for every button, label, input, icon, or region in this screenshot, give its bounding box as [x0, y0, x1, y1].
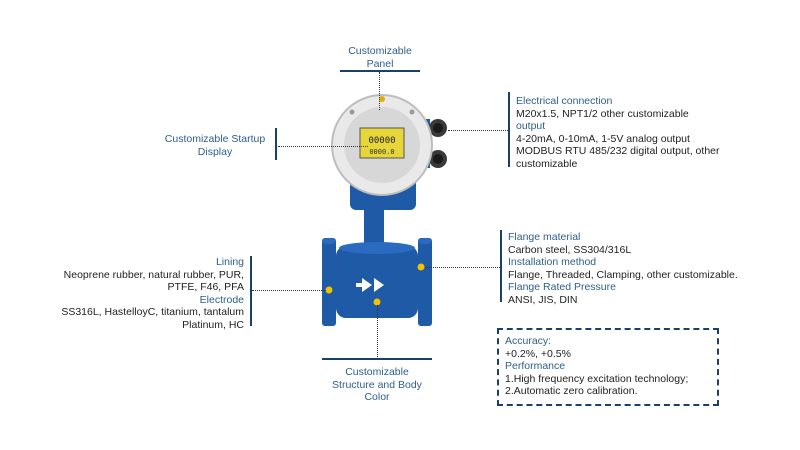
startup-leader-line [278, 146, 368, 147]
panel-label: Customizable Panel [348, 45, 412, 70]
panel-leader-line [379, 72, 380, 110]
accuracy-block: Accuracy: +0.2%, +0.5% Performance 1.Hig… [505, 335, 689, 397]
flange-leader-line [425, 267, 500, 268]
neck [364, 206, 384, 248]
lining-leader-line [252, 290, 326, 291]
electrical-leader-line [448, 130, 508, 131]
accuracy-box [497, 328, 719, 406]
lining-bar [250, 256, 252, 326]
right-flange [418, 238, 432, 326]
electrical-bar [508, 92, 510, 167]
lcd-subreading: 0000.0 [369, 148, 394, 156]
flange-bar [500, 230, 502, 302]
startup-display-label: Customizable Startup Display [164, 133, 266, 158]
flow-direction-icon [356, 278, 384, 292]
flange-block: Flange material Carbon steel, SS304/316L… [508, 231, 738, 306]
left-flange [322, 238, 336, 326]
lining-block: Lining Neoprene rubber, natural rubber, … [61, 256, 244, 331]
startup-label-bar [275, 128, 277, 160]
panel-label-bar [340, 70, 420, 72]
body-color-label: Customizable Structure and Body Color [332, 366, 422, 403]
lcd-reading: 00000 [368, 136, 395, 146]
lcd-screen [359, 127, 405, 159]
body-leader-line [377, 305, 378, 357]
electrical-block: Electrical connection M20x1.5, NPT1/2 ot… [516, 95, 720, 170]
body-label-bar [322, 358, 432, 360]
